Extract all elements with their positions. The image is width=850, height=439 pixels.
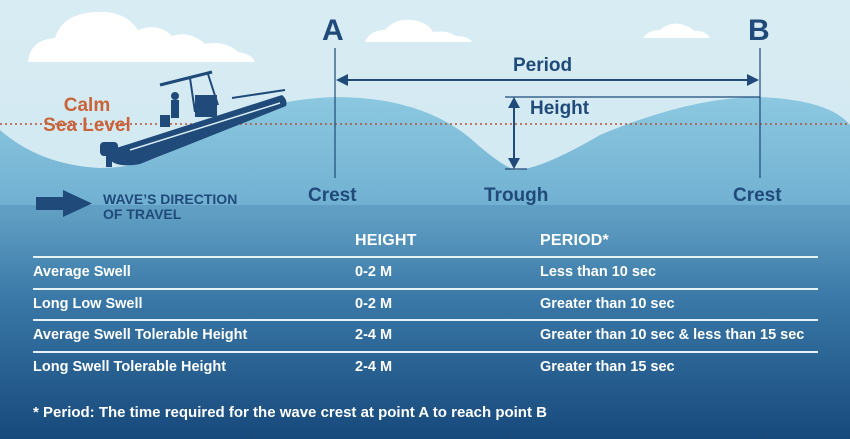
swell-height: 0-2 M (355, 296, 393, 312)
footnote: * Period: The time required for the wave… (33, 404, 547, 421)
swell-period: Greater than 15 sec (540, 359, 675, 375)
crest-right-label: Crest (733, 185, 782, 206)
height-label: Height (530, 98, 590, 119)
period-label: Period (513, 55, 573, 76)
trough-label: Trough (484, 185, 549, 206)
row-divider (33, 288, 818, 290)
calm-text: Calm (63, 95, 111, 116)
swell-period: Greater than 10 sec (540, 296, 675, 312)
point-b-label: B (748, 14, 770, 47)
swell-period: Less than 10 sec (540, 264, 657, 280)
point-a-label: A (322, 14, 344, 47)
swell-type: Average Swell Tolerable Height (33, 327, 248, 343)
row-divider (33, 351, 818, 353)
crest-left-label: Crest (308, 185, 357, 206)
swell-height: 2-4 M (355, 327, 393, 343)
direction-line-1: WAVE’S DIRECTION (103, 191, 238, 207)
swell-type: Long Low Swell (33, 296, 143, 312)
swell-period: Greater than 10 sec & less than 15 sec (540, 327, 805, 343)
header-height: HEIGHT (355, 232, 417, 249)
row-divider (33, 256, 818, 258)
header-period: PERIOD* (540, 232, 609, 249)
double-arrow-icon (336, 74, 759, 86)
boat-icon (100, 70, 287, 167)
row-divider (33, 319, 818, 321)
table-row: Long Low Swell 0-2 M Greater than 10 sec (33, 288, 818, 318)
sea-level-text: Sea Level (43, 115, 131, 136)
calm-sea-level-label: Calm Sea Level (32, 96, 142, 136)
table-row: Average Swell Tolerable Height 2-4 M Gre… (33, 319, 818, 349)
arrow-right-icon (36, 190, 92, 217)
swell-height: 2-4 M (355, 359, 393, 375)
direction-of-travel-label: WAVE’S DIRECTION OF TRAVEL (103, 192, 237, 222)
table-row: Long Swell Tolerable Height 2-4 M Greate… (33, 351, 818, 381)
swell-height: 0-2 M (355, 264, 393, 280)
cloud-icon (28, 11, 710, 62)
wave-water (0, 97, 850, 439)
direction-line-2: OF TRAVEL (103, 206, 182, 222)
table-row: Average Swell 0-2 M Less than 10 sec (33, 256, 818, 286)
swell-type: Average Swell (33, 264, 131, 280)
swell-type: Long Swell Tolerable Height (33, 359, 227, 375)
